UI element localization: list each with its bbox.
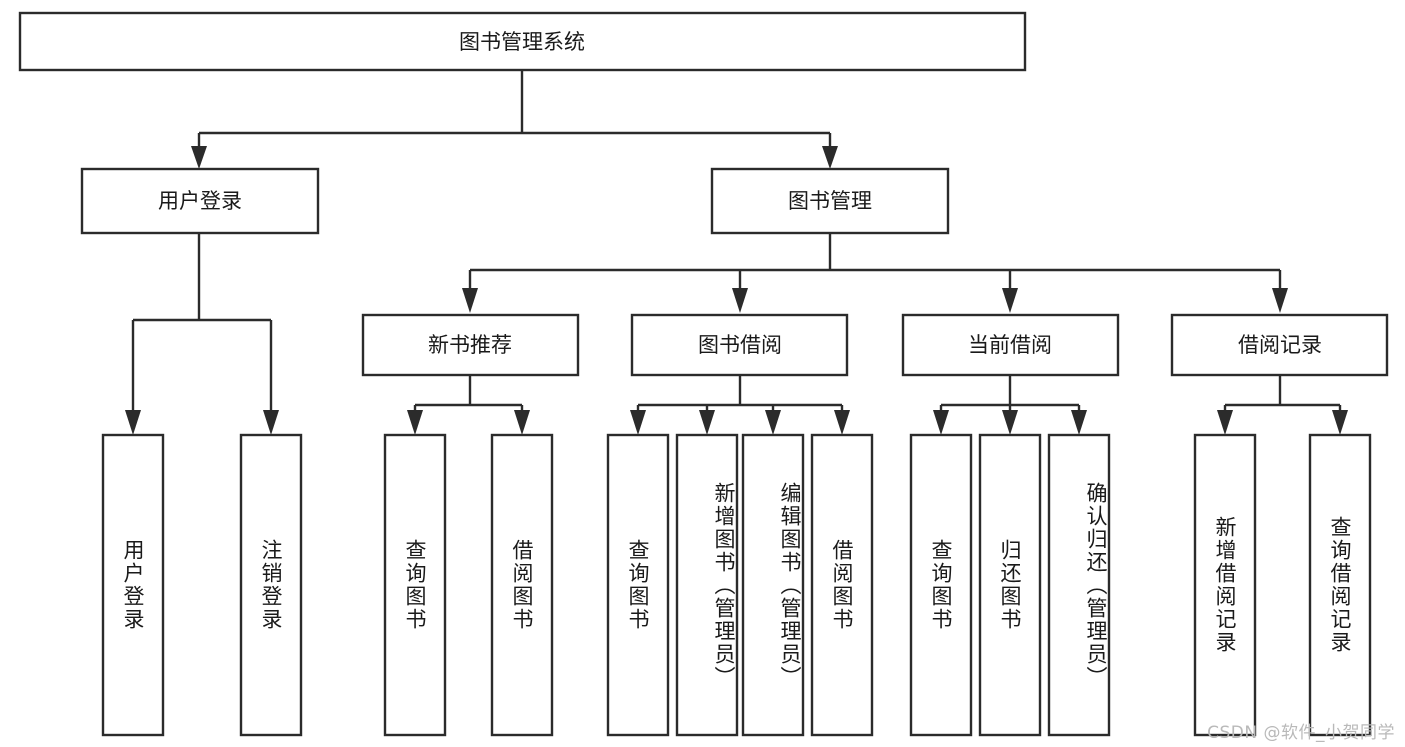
connector-group-currentborrow-leaves xyxy=(933,375,1087,435)
connector-group-bookborrow-leaves xyxy=(630,375,850,435)
leaf-box-query-book-2[interactable] xyxy=(606,433,670,737)
node-current-borrow-label: 当前借阅 xyxy=(968,333,1052,357)
node-book-manage[interactable]: 图书管理 xyxy=(710,167,950,235)
node-new-book-recommend-label: 新书推荐 xyxy=(428,333,512,357)
node-current-borrow-box[interactable] xyxy=(901,313,1120,377)
arrow-head-leaf-return xyxy=(1002,410,1018,435)
connector-group-bookmanage xyxy=(462,233,1288,313)
arrow-head-leaf-addbook xyxy=(699,410,715,435)
arrow-head-newbook xyxy=(462,288,478,313)
arrow-head-leaf-addrecord xyxy=(1217,410,1233,435)
leaf-box-confirm-return[interactable] xyxy=(1047,433,1111,737)
leaf-box-return-book[interactable] xyxy=(978,433,1042,737)
csdn-watermark: CSDN @软件_小贺同学 xyxy=(1207,723,1395,743)
node-book-borrow-label: 图书借阅 xyxy=(698,333,782,357)
node-user-login-label: 用户登录 xyxy=(158,189,242,213)
arrow-head-leaf-borrow-2 xyxy=(834,410,850,435)
node-user-login[interactable]: 用户登录 xyxy=(80,167,320,235)
leaf-box-logout[interactable] xyxy=(239,433,303,737)
arrow-head-leaf-borrow-1 xyxy=(514,410,530,435)
node-new-book-recommend-box[interactable] xyxy=(361,313,580,377)
leaf-boxes xyxy=(101,433,1372,737)
arrow-head-leaf-query-3 xyxy=(933,410,949,435)
leaf-box-add-book[interactable] xyxy=(675,433,739,737)
leaf-box-borrow-book-1[interactable] xyxy=(490,433,554,737)
node-current-borrow[interactable]: 当前借阅 xyxy=(901,313,1120,377)
connector-group-userlogin-leaves xyxy=(125,233,279,435)
arrow-head-leaf-editbook xyxy=(765,410,781,435)
arrow-head-leaf-query-1 xyxy=(407,410,423,435)
node-borrow-record-label: 借阅记录 xyxy=(1238,333,1322,357)
connector-group-borrowrecord-leaves xyxy=(1217,375,1348,435)
connector-group-root xyxy=(191,70,838,169)
arrow-head-leaf-query-2 xyxy=(630,410,646,435)
connector-group-newbook-leaves xyxy=(407,375,530,435)
node-book-manage-label: 图书管理 xyxy=(788,189,872,213)
node-root[interactable]: 图书管理系统 xyxy=(18,11,1027,72)
leaf-box-edit-book[interactable] xyxy=(741,433,805,737)
leaf-box-user-login[interactable] xyxy=(101,433,165,737)
arrow-head-leaf-confirm xyxy=(1071,410,1087,435)
leaf-box-query-book-1[interactable] xyxy=(383,433,447,737)
leaf-box-add-record[interactable] xyxy=(1193,433,1257,737)
node-root-box[interactable] xyxy=(18,11,1027,72)
arrow-head-leaf-logout xyxy=(263,410,279,435)
arrow-head-leaf-queryrecord xyxy=(1332,410,1348,435)
arrow-head-borrowrecord xyxy=(1272,288,1288,313)
leaf-box-query-book-3[interactable] xyxy=(909,433,973,737)
node-book-borrow[interactable]: 图书借阅 xyxy=(630,313,849,377)
node-book-manage-box[interactable] xyxy=(710,167,950,235)
leaf-box-query-record[interactable] xyxy=(1308,433,1372,737)
arrow-head-currentborrow xyxy=(1002,288,1018,313)
arrow-head-bookmanage xyxy=(822,146,838,169)
leaf-box-borrow-book-2[interactable] xyxy=(810,433,874,737)
node-borrow-record[interactable]: 借阅记录 xyxy=(1170,313,1389,377)
node-root-label: 图书管理系统 xyxy=(459,30,585,54)
arrow-head-bookborrow xyxy=(732,288,748,313)
node-user-login-box[interactable] xyxy=(80,167,320,235)
node-borrow-record-box[interactable] xyxy=(1170,313,1389,377)
arrow-head-leaf-userlogin xyxy=(125,410,141,435)
arrow-head-userlogin xyxy=(191,146,207,169)
node-book-borrow-box[interactable] xyxy=(630,313,849,377)
node-new-book-recommend[interactable]: 新书推荐 xyxy=(361,313,580,377)
